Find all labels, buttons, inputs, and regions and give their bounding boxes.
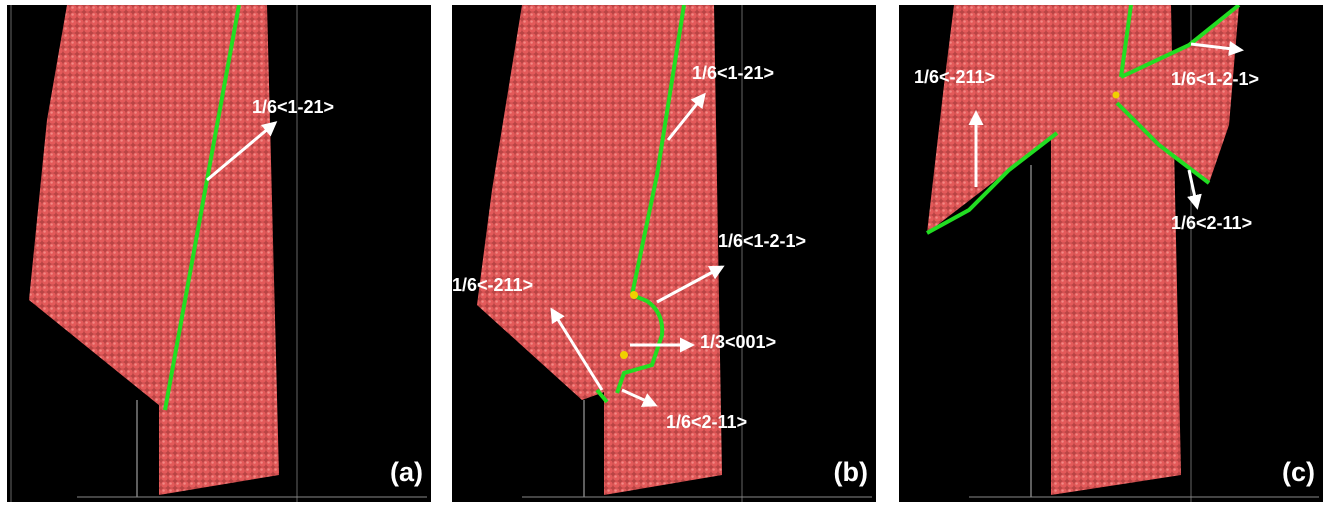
burgers-vector-label: 1/3<001>	[700, 332, 777, 352]
burgers-vector-label: 1/6<1-21>	[692, 63, 775, 83]
burgers-vector-arrow	[1187, 169, 1202, 210]
burgers-vector-arrow	[206, 121, 278, 182]
stacking-fault-marker	[1112, 91, 1120, 99]
burgers-vector-arrow	[656, 265, 725, 304]
atom-slab-left	[29, 5, 165, 410]
burgers-vector-label: 1/6<-211>	[452, 275, 534, 295]
panel-a: 1/6<1-21> (a)	[7, 5, 431, 502]
atom-slab-right	[159, 5, 279, 495]
atom-slab-right	[604, 5, 722, 495]
panel-a-drawing	[10, 5, 427, 502]
burgers-vector-label: 1/6<1-21>	[252, 97, 335, 117]
dislocation-line	[1120, 5, 1241, 79]
panel-b-drawing	[477, 5, 872, 502]
stacking-fault-marker	[630, 291, 638, 299]
burgers-vector-label: 1/6<2-11>	[1171, 213, 1253, 233]
burgers-vector-label: 1/6<2-11>	[666, 412, 748, 432]
atom-slab-right	[1117, 5, 1239, 183]
dislocation-segment	[595, 388, 609, 404]
dislocation-line	[1119, 5, 1133, 78]
atom-slab-left	[477, 5, 610, 400]
dislocation-line	[926, 131, 1059, 235]
burgers-vector-arrow	[666, 92, 706, 141]
panel-tag: (b)	[833, 457, 868, 487]
dislocation-loop	[615, 293, 665, 394]
burgers-vector-label: 1/6<1-2-1>	[1171, 69, 1260, 89]
panel-c: 1/6<-211> 1/6<1-2-1> 1/6<2-11> (c)	[899, 5, 1323, 502]
dislocation-line	[1115, 101, 1211, 185]
panel-tag: (a)	[390, 457, 423, 487]
panel-tag: (c)	[1282, 457, 1315, 487]
atom-slab-left	[927, 5, 1057, 233]
burgers-vector-arrow	[1190, 41, 1244, 57]
panel-b: 1/6<1-21> 1/6<1-2-1> 1/6<-211> 1/3<001> …	[452, 5, 876, 502]
burgers-vector-label: 1/6<1-2-1>	[718, 231, 807, 251]
stacking-fault-marker	[620, 351, 628, 359]
dislocation-line	[630, 5, 686, 296]
burgers-vector-label: 1/6<-211>	[914, 67, 996, 87]
panel-c-drawing	[926, 5, 1319, 502]
burgers-vector-arrow	[621, 388, 658, 407]
burgers-vector-arrow	[550, 307, 604, 391]
